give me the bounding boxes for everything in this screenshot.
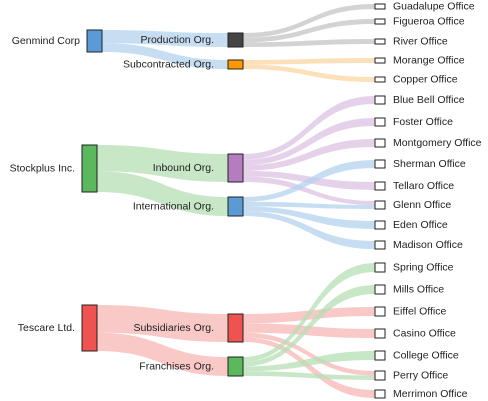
label-copper: Copper Office <box>393 74 458 86</box>
label-subsidiaries: Subsidiaries Org. <box>133 322 214 334</box>
link-layer <box>97 4 375 398</box>
node-montgomery <box>374 138 386 148</box>
link-tescare-to-franchises <box>97 332 228 376</box>
link-inbound-to-bluebell <box>243 96 375 160</box>
node-copper <box>374 76 386 83</box>
node-sherman <box>374 159 386 169</box>
label-mills: Mills Office <box>393 284 444 296</box>
link-franchises-to-spring <box>243 263 375 362</box>
label-morange: Morange Office <box>393 55 465 67</box>
label-spring: Spring Office <box>393 262 454 274</box>
node-casino <box>374 328 386 339</box>
link-subsidiaries-to-perry <box>243 332 375 376</box>
node-tescare <box>81 304 98 352</box>
link-subcontracted-to-morange <box>243 58 375 65</box>
link-subsidiaries-to-merrimon <box>243 337 375 398</box>
label-casino: Casino Office <box>393 328 456 340</box>
node-layer <box>81 3 386 399</box>
label-glenn: Glenn Office <box>393 199 451 211</box>
node-stockplus <box>81 144 98 193</box>
node-tellaro <box>374 181 386 191</box>
node-bluebell <box>374 95 386 105</box>
label-franchises: Franchises Org. <box>139 361 214 373</box>
label-foster: Foster Office <box>393 116 453 128</box>
label-guadalupe: Guadalupe Office <box>393 1 475 13</box>
node-river <box>374 38 386 45</box>
label-river: River Office <box>393 36 448 48</box>
link-franchises-to-perry <box>243 371 375 380</box>
link-international-to-eden <box>243 206 375 229</box>
node-inbound <box>227 153 244 183</box>
node-eden <box>374 220 386 230</box>
node-merrimon <box>374 389 386 399</box>
label-tellaro: Tellaro Office <box>393 180 454 192</box>
node-subsidiaries <box>227 313 244 343</box>
label-genmind: Genmind Corp <box>12 35 80 47</box>
label-eiffel: Eiffel Office <box>393 306 446 318</box>
label-tescare: Tescare Ltd. <box>18 322 75 334</box>
link-international-to-madison <box>243 211 375 249</box>
link-franchises-to-college <box>243 351 375 372</box>
node-franchises <box>227 356 244 377</box>
link-inbound-to-glenn <box>243 176 375 205</box>
node-morange <box>374 57 386 64</box>
link-tescare-to-subsidiaries <box>97 305 228 342</box>
node-guadalupe <box>374 3 386 10</box>
link-production-to-figueroa <box>243 19 375 43</box>
node-foster <box>374 117 386 127</box>
node-figueroa <box>374 18 386 25</box>
link-stockplus-to-inbound <box>97 145 228 182</box>
node-college <box>374 350 386 361</box>
link-international-to-glenn <box>243 201 375 209</box>
label-subcontracted: Subcontracted Org. <box>123 59 214 71</box>
node-glenn <box>374 200 386 210</box>
label-montgomery: Montgomery Office <box>393 137 482 149</box>
link-production-to-guadalupe <box>243 4 375 38</box>
link-production-to-river <box>243 39 375 47</box>
label-eden: Eden Office <box>393 219 448 231</box>
link-genmind-to-production <box>102 30 228 47</box>
link-genmind-to-subcontracted <box>102 43 228 69</box>
label-sherman: Sherman Office <box>393 158 466 170</box>
node-eiffel <box>374 306 386 317</box>
link-franchises-to-mills <box>243 285 375 367</box>
label-college: College Office <box>393 350 459 362</box>
label-figueroa: Figueroa Office <box>393 16 465 28</box>
label-merrimon: Merrimon Office <box>393 388 468 400</box>
link-stockplus-to-international <box>97 171 228 216</box>
link-subsidiaries-to-casino <box>243 323 375 338</box>
link-subcontracted-to-copper <box>243 64 375 82</box>
label-madison: Madison Office <box>393 239 463 251</box>
node-production <box>227 32 244 48</box>
node-international <box>227 196 244 217</box>
node-perry <box>374 370 386 381</box>
label-bluebell: Blue Bell Office <box>393 94 465 106</box>
node-subcontracted <box>227 59 244 70</box>
label-international: International Org. <box>133 201 214 213</box>
label-stockplus: Stockplus Inc. <box>10 163 75 175</box>
link-inbound-to-montgomery <box>243 139 375 171</box>
link-inbound-to-foster <box>243 118 375 166</box>
link-international-to-sherman <box>243 160 375 202</box>
node-genmind <box>86 29 103 53</box>
label-inbound: Inbound Org. <box>153 162 214 174</box>
label-production: Production Org. <box>140 34 214 46</box>
node-madison <box>374 240 386 250</box>
node-mills <box>374 284 386 295</box>
node-spring <box>374 262 386 273</box>
label-perry: Perry Office <box>393 370 448 382</box>
